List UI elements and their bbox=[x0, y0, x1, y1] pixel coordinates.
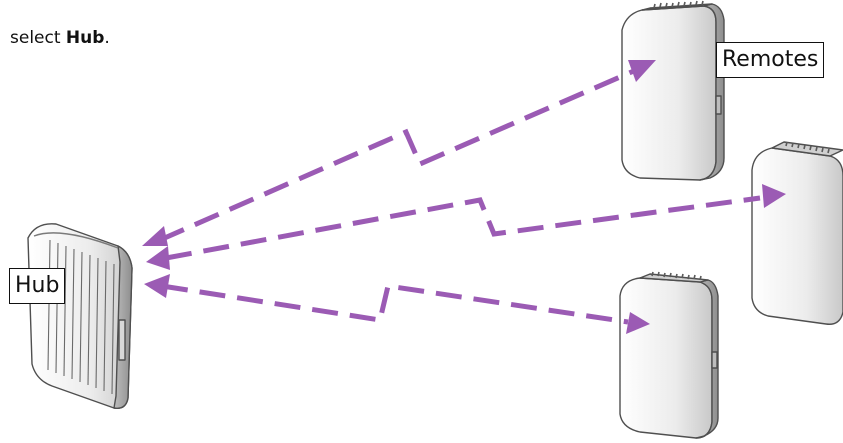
arrowhead-at-remote-bottom bbox=[626, 312, 650, 334]
caption-suffix: . bbox=[104, 28, 110, 48]
arrowhead-at-hub-2 bbox=[146, 246, 170, 270]
link-hub-remote-middle bbox=[165, 195, 761, 261]
caption-prefix: select bbox=[10, 28, 66, 48]
remote-device-top bbox=[621, 0, 725, 181]
remote-device-bottom bbox=[619, 271, 719, 439]
hub-device bbox=[27, 223, 133, 409]
arrowhead-at-hub-1 bbox=[142, 226, 168, 246]
arrowhead-at-remote-middle bbox=[762, 184, 786, 208]
link-hub-remote-top bbox=[158, 67, 637, 243]
remote-device-middle bbox=[751, 141, 843, 325]
instruction-caption: select Hub. bbox=[10, 28, 110, 48]
arrowhead-at-remote-top bbox=[628, 60, 656, 82]
hub-label: Hub bbox=[9, 268, 66, 304]
remotes-label: Remotes bbox=[716, 42, 825, 78]
caption-bold-term: Hub bbox=[65, 28, 105, 48]
arrowhead-at-hub-3 bbox=[144, 274, 170, 298]
link-hub-remote-bottom bbox=[161, 283, 629, 325]
